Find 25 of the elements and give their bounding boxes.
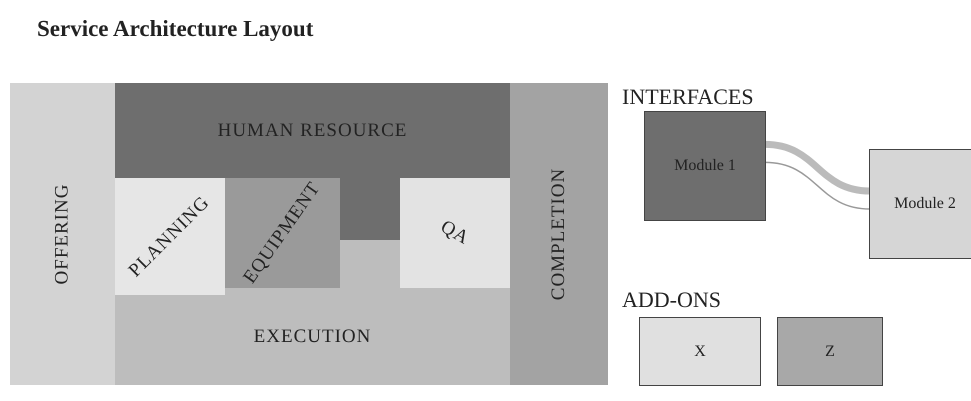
puzzle-piece [115, 83, 510, 178]
puzzle-piece [400, 178, 510, 288]
puzzle-piece [870, 150, 971, 258]
piece-label: COMPLETION [548, 168, 570, 300]
puzzle-piece [10, 83, 115, 385]
puzzle-piece [510, 83, 608, 385]
piece-label: HUMAN RESOURCE [218, 120, 408, 142]
section-heading: ADD-ONS [622, 287, 721, 313]
puzzle-piece [778, 318, 882, 385]
piece-label: OFFERING [52, 184, 74, 284]
piece-label: Z [825, 342, 835, 360]
puzzle-piece [225, 178, 340, 288]
puzzle-piece [640, 318, 760, 385]
piece-label: Module 2 [894, 195, 956, 213]
puzzle-piece [645, 112, 765, 220]
connector-line [764, 162, 870, 210]
piece-label: Module 1 [674, 157, 736, 175]
connector-line [764, 140, 870, 195]
piece-label: EXECUTION [254, 326, 372, 348]
puzzle-piece [115, 178, 225, 295]
puzzle-piece [115, 288, 510, 385]
piece-label: QA [436, 216, 474, 250]
piece-label: X [694, 342, 706, 360]
diagram-title: Service Architecture Layout [37, 16, 314, 42]
section-heading: INTERFACES [622, 84, 754, 110]
